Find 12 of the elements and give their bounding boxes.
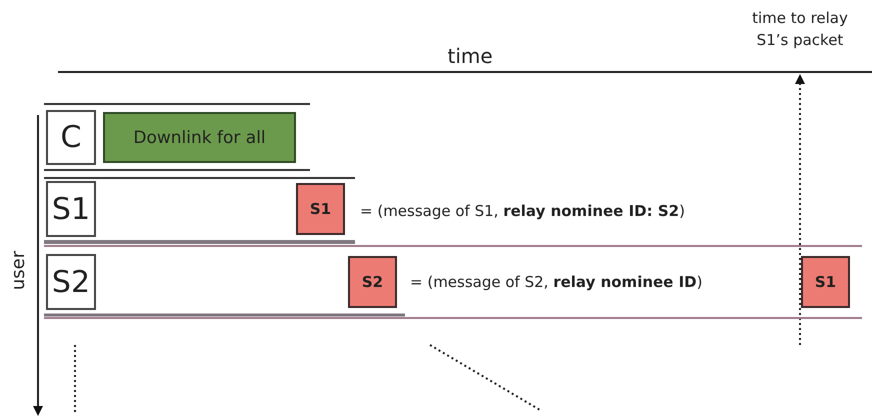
packet-block: S2 [348,256,397,308]
user-box: S2 [46,254,96,310]
user-box: S1 [46,181,96,237]
marker-caption: time to relay S1’s packet [751,8,849,51]
packet-block: S1 [801,256,850,308]
packet-block: S1 [296,183,345,235]
axis-label: user [8,250,29,290]
packet-note: = (message of S1, relay nominee ID: S2) [360,202,685,220]
packet-note: = (message of S2, relay nominee ID) [410,273,702,291]
user-box: C [46,110,96,165]
axis-label: time [448,44,493,68]
downlink-slot: Downlink for all [103,112,296,163]
